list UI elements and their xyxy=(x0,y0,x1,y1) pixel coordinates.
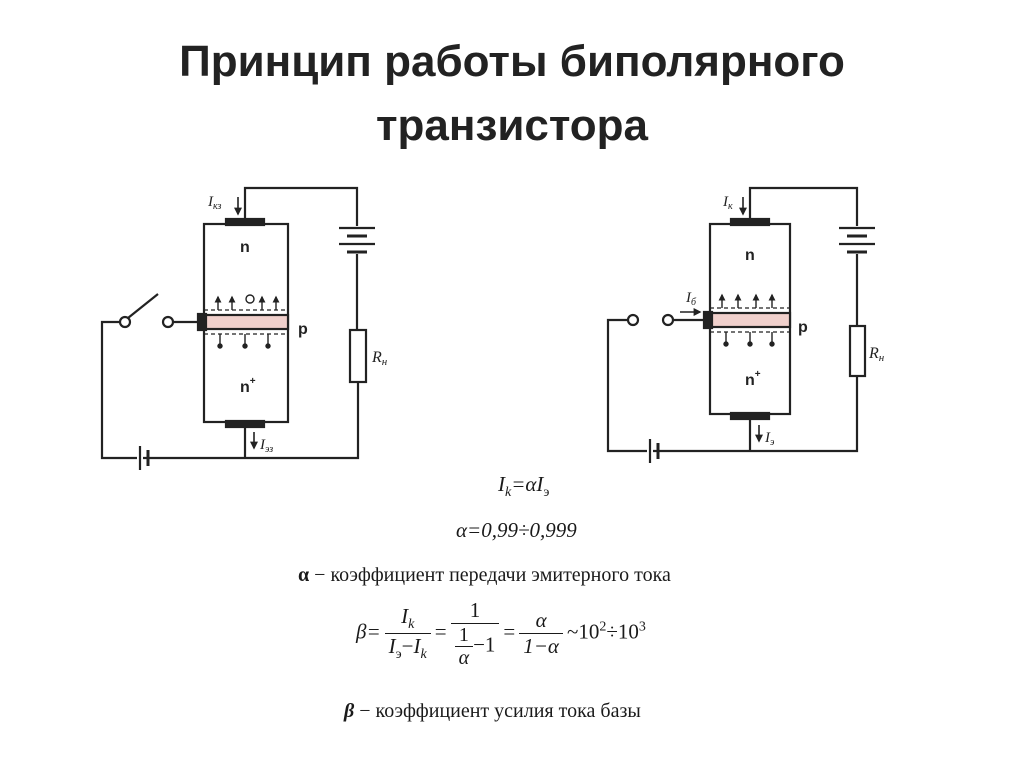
left-emitter-current-label: Iэз xyxy=(259,437,273,455)
alpha-definition: α − коэффициент передачи эмитерного тока xyxy=(298,564,671,586)
right-circuit xyxy=(606,186,875,463)
right-region-p: p xyxy=(798,319,808,336)
right-carrier-arrows xyxy=(718,293,776,347)
left-collector-contact xyxy=(224,217,266,227)
formula-alpha-range: α=0,99÷0,999 xyxy=(456,518,577,542)
right-collector-battery xyxy=(839,226,875,254)
right-load-label: Rн xyxy=(868,345,885,364)
right-collector-current-label: Iк xyxy=(722,194,733,212)
right-base-current-label: Iб xyxy=(685,290,697,308)
left-emitter-contact xyxy=(224,419,266,429)
right-base-battery xyxy=(647,439,660,463)
left-collector-battery xyxy=(339,226,375,254)
right-load-resistor xyxy=(848,324,867,378)
left-region-n-bottom: n+ xyxy=(240,376,256,396)
right-region-n-bottom: n+ xyxy=(745,369,761,389)
slide-title: Принцип работы биполярного транзистора xyxy=(0,30,1024,158)
left-load-label: Rн xyxy=(371,349,388,368)
right-base-contact xyxy=(702,310,714,330)
right-collector-contact xyxy=(729,217,771,227)
left-region-n-top: n xyxy=(240,239,250,256)
left-collector-current-label: Iкз xyxy=(207,194,222,212)
circuit-diagrams: Iкз n p n+ Rн Iэз xyxy=(100,186,885,470)
right-base-layer xyxy=(708,311,792,329)
beta-fraction-1: Ik Iэ−Ik xyxy=(384,604,431,663)
formula-ik: Ik=αIэ xyxy=(498,472,550,501)
left-base-battery xyxy=(137,446,150,470)
right-region-n-top: n xyxy=(745,247,755,264)
left-base-layer xyxy=(202,313,290,331)
title-line-1: Принцип работы биполярного xyxy=(179,37,845,86)
left-load-resistor xyxy=(348,328,368,384)
beta-fraction-3: α 1−α xyxy=(519,608,563,659)
title-line-2: транзистора xyxy=(375,101,649,150)
right-emitter-contact xyxy=(729,411,771,421)
right-switch-closed[interactable] xyxy=(626,313,704,327)
left-switch[interactable] xyxy=(118,293,198,329)
beta-definition: β − коэффициент усилия тока базы xyxy=(344,700,641,722)
left-region-p: p xyxy=(298,321,308,338)
left-carrier-arrows xyxy=(214,294,280,349)
left-circuit xyxy=(100,186,375,470)
right-emitter-current-label: Iэ xyxy=(764,430,775,448)
left-base-contact xyxy=(196,312,208,332)
